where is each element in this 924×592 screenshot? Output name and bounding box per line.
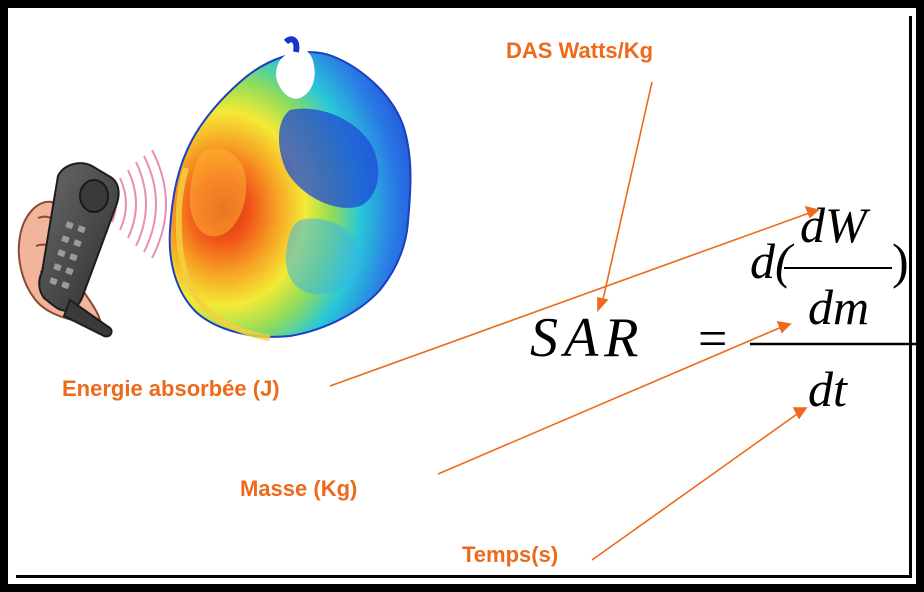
label-time: Temps(s) (462, 542, 559, 567)
arrow-das (601, 81, 653, 305)
fraction-bars (750, 267, 918, 346)
arrowhead-energy (804, 205, 820, 219)
arrow-time (591, 411, 801, 561)
arrow-energy (329, 211, 813, 387)
label-energy: Energie absorbée (J) (62, 376, 280, 401)
formula-equals: = (698, 311, 728, 368)
arrowhead-mass (776, 320, 792, 334)
formula-lhs: SAR (530, 307, 645, 369)
frame-shadow (16, 16, 912, 578)
formula-denominator: dt (808, 361, 847, 417)
formula-outer-d: d( (750, 233, 792, 289)
formula-inner-numerator: dW (800, 197, 867, 253)
label-das: DAS Watts/Kg (506, 38, 654, 63)
head-heatmap (168, 36, 412, 341)
arrowhead-time (792, 407, 808, 420)
arrowhead-das (597, 297, 609, 313)
radio-waves (111, 149, 167, 259)
formula-close-paren: ) (892, 233, 909, 289)
formula-inner-denominator: dm (808, 279, 870, 335)
arrow-mass (437, 325, 785, 475)
label-mass: Masse (Kg) (240, 476, 358, 501)
mobile-phone-icon (38, 162, 120, 338)
annotation-arrows (329, 81, 820, 561)
